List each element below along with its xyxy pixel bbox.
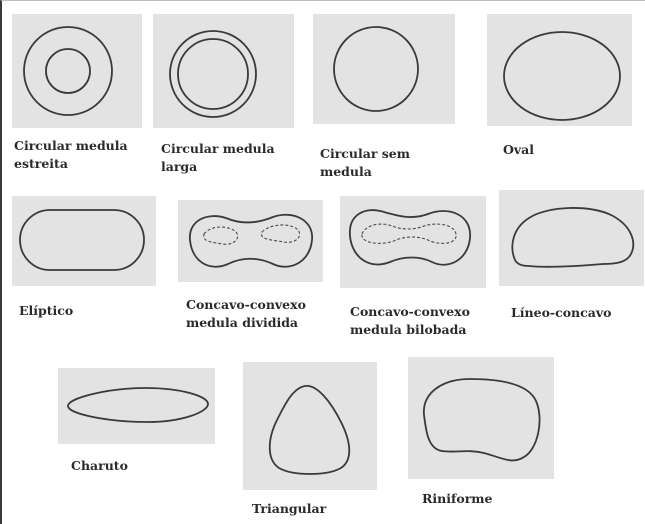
caption-line: Líneo-concavo: [511, 304, 611, 322]
caption-concavo-convexo-medula-bilobada: Concavo-convexo medula bilobada: [350, 303, 470, 339]
caption-line: Elíptico: [19, 302, 73, 320]
caption-line: medula: [320, 163, 410, 181]
shape-panel-concavo-convexo-medula-dividida: [178, 200, 323, 282]
circular-sem-medula-drawing: [313, 14, 455, 124]
caption-line: Oval: [503, 141, 534, 159]
caption-circular-medula-estreita: Circular medula estreita: [14, 137, 128, 173]
caption-line: medula bilobada: [350, 321, 470, 339]
shape-panel-lineo-concavo: [499, 190, 644, 286]
caption-eliptico: Elíptico: [19, 302, 73, 320]
oval-drawing: [487, 14, 632, 126]
shape-panel-circular-medula-larga: [153, 14, 294, 128]
concavo-convexo-medula-dividida-drawing: [178, 200, 323, 282]
caption-line: Circular sem: [320, 145, 410, 163]
caption-concavo-convexo-medula-dividida: Concavo-convexo medula dividida: [186, 296, 306, 332]
charuto-drawing: [58, 368, 215, 444]
caption-line: larga: [161, 158, 275, 176]
concavo-convexo-medula-bilobada-drawing: [340, 196, 486, 288]
eliptico-drawing: [12, 196, 156, 286]
caption-circular-sem-medula: Circular sem medula: [320, 145, 410, 181]
caption-line: estreita: [14, 155, 128, 173]
riniforme-drawing: [408, 357, 554, 479]
lineo-concavo-drawing: [499, 190, 644, 286]
caption-line: Circular medula: [14, 137, 128, 155]
caption-triangular: Triangular: [252, 500, 326, 518]
shape-panel-triangular: [243, 362, 377, 490]
caption-line: Concavo-convexo: [186, 296, 306, 314]
circular-medula-larga-drawing: [153, 14, 294, 128]
shape-panel-eliptico: [12, 196, 156, 286]
shape-panel-oval: [487, 14, 632, 126]
caption-line: Concavo-convexo: [350, 303, 470, 321]
caption-line: medula dividida: [186, 314, 306, 332]
triangular-drawing: [243, 362, 377, 490]
caption-circular-medula-larga: Circular medula larga: [161, 140, 275, 176]
circular-medula-estreita-drawing: [12, 14, 142, 128]
shape-panel-riniforme: [408, 357, 554, 479]
caption-line: Triangular: [252, 500, 326, 518]
shape-panel-circular-sem-medula: [313, 14, 455, 124]
caption-oval: Oval: [503, 141, 534, 159]
caption-charuto: Charuto: [71, 457, 128, 475]
shape-panel-circular-medula-estreita: [12, 14, 142, 128]
shape-panel-concavo-convexo-medula-bilobada: [340, 196, 486, 288]
caption-lineo-concavo: Líneo-concavo: [511, 304, 611, 322]
caption-line: Circular medula: [161, 140, 275, 158]
shape-panel-charuto: [58, 368, 215, 444]
caption-line: Charuto: [71, 457, 128, 475]
caption-riniforme: Riniforme: [422, 490, 492, 508]
caption-line: Riniforme: [422, 490, 492, 508]
